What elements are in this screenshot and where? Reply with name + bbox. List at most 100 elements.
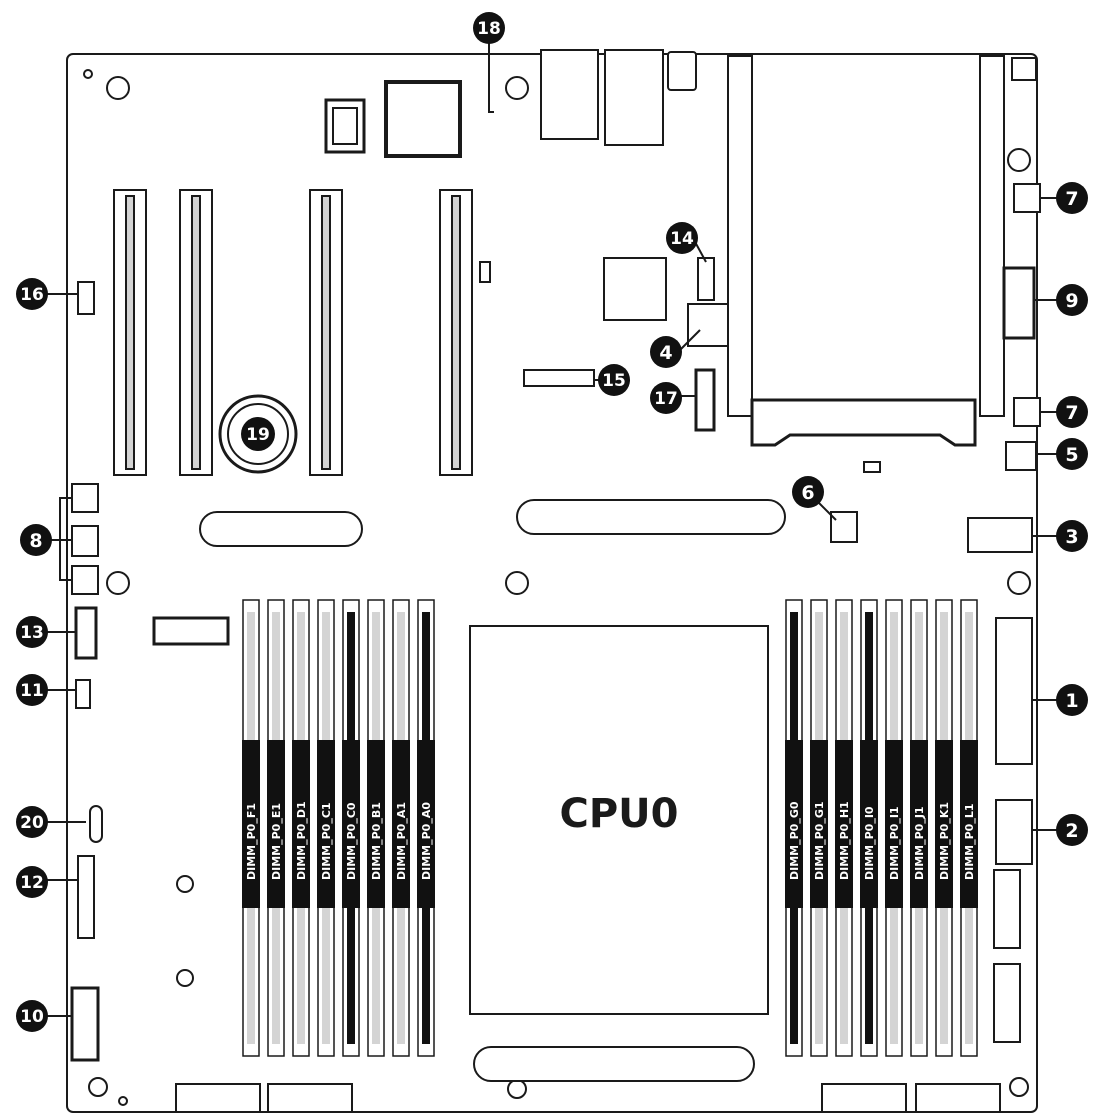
dimm-label: DIMM_P0_A0 xyxy=(420,802,433,880)
dimm-slot: DIMM_P0_G1 xyxy=(810,599,828,1057)
callout-number: 3 xyxy=(1065,526,1078,548)
m2-slot xyxy=(267,1083,353,1113)
callout-marker xyxy=(792,476,824,508)
callout-marker xyxy=(1056,396,1088,428)
callout-marker xyxy=(666,222,698,254)
mounting-holes xyxy=(83,69,1031,1106)
callout-19: 19 xyxy=(241,417,275,451)
power-connector-4pin xyxy=(687,303,729,347)
usb-connector xyxy=(993,963,1021,1043)
riser-bracket xyxy=(727,55,753,417)
callout-marker xyxy=(598,364,630,396)
callout-7: 7 xyxy=(1056,396,1088,428)
heatsink-bar xyxy=(516,499,786,535)
dimm-slot: DIMM_P0_F1 xyxy=(242,599,260,1057)
callout-marker xyxy=(650,336,682,368)
dimm-label-box xyxy=(910,740,928,908)
callout-8: 8 xyxy=(20,524,52,556)
callout-6: 6 xyxy=(792,476,824,508)
dimm-label-box xyxy=(885,740,903,908)
dimm-slot: DIMM_P0_C1 xyxy=(317,599,335,1057)
callout-10: 10 xyxy=(16,1000,48,1032)
fan-header xyxy=(71,525,99,557)
header xyxy=(694,368,716,432)
callout-3: 3 xyxy=(1056,520,1088,552)
callout-number: 4 xyxy=(659,342,672,364)
riser-bar xyxy=(750,398,977,447)
mounting-hole xyxy=(1009,1077,1029,1097)
dimm-label-box xyxy=(417,740,435,908)
fan-header xyxy=(830,511,858,543)
sata-connector xyxy=(152,616,230,646)
riser-brackets xyxy=(727,55,1037,447)
heatsink-bars xyxy=(199,499,786,1082)
dimm-slot: DIMM_P0_L1 xyxy=(960,599,978,1057)
usb-connector xyxy=(993,869,1021,949)
callout-1: 1 xyxy=(1056,684,1088,716)
dimm-label: DIMM_P0_G0 xyxy=(788,801,801,880)
dimm-label: DIMM_P0_K1 xyxy=(938,802,951,880)
callout-number: 13 xyxy=(20,623,44,643)
header xyxy=(523,369,595,387)
dimm-slot: DIMM_P0_G0 xyxy=(785,599,803,1057)
dimm-label: DIMM_P0_C1 xyxy=(320,802,333,880)
rear-io-port xyxy=(604,49,664,146)
dimm-label: DIMM_P0_I0 xyxy=(863,806,876,880)
power-connector-24pin xyxy=(995,617,1033,765)
callout-17: 17 xyxy=(650,382,682,414)
cpu-label: CPU0 xyxy=(560,791,679,837)
dimm-slot: DIMM_P0_A1 xyxy=(392,599,410,1057)
rear-io xyxy=(324,49,697,158)
fan-header xyxy=(71,565,99,595)
callout-16: 16 xyxy=(16,278,48,310)
callout-marker xyxy=(1056,520,1088,552)
callout-7: 7 xyxy=(1056,182,1088,214)
callout-marker xyxy=(1056,684,1088,716)
heatsink-bar xyxy=(199,511,363,547)
header xyxy=(77,855,95,939)
mounting-hole xyxy=(176,969,194,987)
callout-number: 18 xyxy=(477,19,501,39)
dimm-bank-left: DIMM_P0_F1 DIMM_P0_E1 DIMM_P0_D1 DIMM_P0_C1… xyxy=(242,599,435,1057)
callout-marker xyxy=(16,1000,48,1032)
callout-11: 11 xyxy=(16,674,48,706)
dimm-label-box xyxy=(392,740,410,908)
dimm-slot: DIMM_P0_D1 xyxy=(292,599,310,1057)
dimm-slot: DIMM_P0_B1 xyxy=(367,599,385,1057)
pcie-slot-inner xyxy=(321,195,331,470)
callout-20: 20 xyxy=(16,806,48,838)
cpu-socket xyxy=(469,625,769,1015)
riser-bracket xyxy=(979,55,1005,417)
chip xyxy=(384,80,462,158)
mounting-hole xyxy=(505,571,529,595)
power-connector xyxy=(1002,266,1036,340)
callout-15: 15 xyxy=(598,364,630,396)
riser-bracket xyxy=(1011,57,1037,81)
dimm-slot: DIMM_P0_I0 xyxy=(860,599,878,1057)
misc-components xyxy=(70,183,1041,1113)
pcie-slot-inner xyxy=(125,195,135,470)
callout-marker xyxy=(16,616,48,648)
jumper xyxy=(479,261,491,283)
callout-14: 14 xyxy=(666,222,698,254)
dimm-label-box xyxy=(267,740,285,908)
dimm-slot: DIMM_P0_K1 xyxy=(935,599,953,1057)
mounting-hole xyxy=(83,69,93,79)
callout-marker xyxy=(1056,814,1088,846)
mounting-hole xyxy=(88,1077,108,1097)
callout-marker xyxy=(16,806,48,838)
m2-slot xyxy=(915,1083,1001,1113)
callout-number: 9 xyxy=(1065,290,1078,312)
dimm-label-box xyxy=(342,740,360,908)
dimm-slot: DIMM_P0_E1 xyxy=(267,599,285,1057)
mounting-hole xyxy=(176,875,194,893)
mounting-hole xyxy=(1007,148,1031,172)
dimm-label: DIMM_P0_L1 xyxy=(963,804,976,881)
pcie-slot-inner xyxy=(451,195,461,470)
callout-number: 14 xyxy=(670,229,694,249)
dimm-slot: DIMM_P0_H1 xyxy=(835,599,853,1057)
dimm-label: DIMM_P0_A1 xyxy=(395,802,408,880)
callout-2: 2 xyxy=(1056,814,1088,846)
